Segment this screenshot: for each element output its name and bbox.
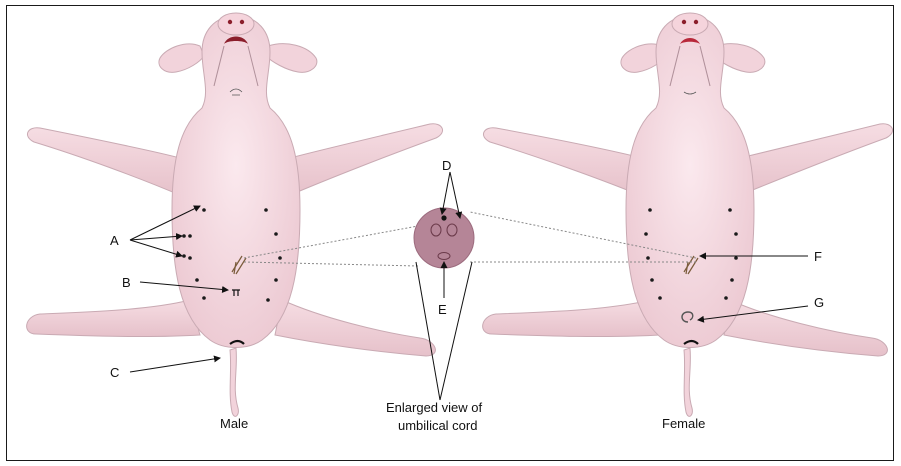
male-front-right-leg [288, 124, 443, 196]
male-nipple [274, 232, 278, 236]
male-nipple [264, 208, 268, 212]
female-tail [684, 348, 692, 416]
male-front-left-leg [27, 128, 182, 196]
male-tail [230, 348, 238, 416]
female-nipple [644, 232, 648, 236]
female-nipple [650, 278, 654, 282]
female-snout [672, 13, 708, 35]
female-nipple [728, 208, 732, 212]
label-e: E [438, 302, 447, 317]
male-right-ear [266, 44, 317, 73]
male-nipple [182, 234, 186, 238]
label-d: D [442, 158, 451, 173]
caption-female: Female [662, 416, 705, 431]
female-nipple [734, 256, 738, 260]
label-c: C [110, 365, 119, 380]
male-nipple [182, 254, 186, 258]
female-nipple [646, 256, 650, 260]
male-nipple [266, 298, 270, 302]
female-nipple [658, 296, 662, 300]
male-nipple [202, 296, 206, 300]
female-nostril-right [694, 20, 698, 24]
female-hind-left-leg [483, 300, 660, 337]
male-nipple [274, 278, 278, 282]
caption-enlarged-line2: umbilical cord [398, 418, 477, 433]
female-nostril-left [682, 20, 686, 24]
label-b: B [122, 275, 131, 290]
caption-enlarged-line1: Enlarged view of [386, 400, 482, 415]
male-nipple [202, 208, 206, 212]
female-front-right-leg [738, 124, 893, 196]
male-left-ear [159, 44, 204, 72]
caption-male: Male [220, 416, 248, 431]
male-hind-left-leg [27, 300, 200, 337]
male-nipple [195, 278, 199, 282]
male-nipple [278, 256, 282, 260]
cord-vessel-top [441, 215, 446, 220]
label-f: F [814, 249, 822, 264]
female-hind-right-leg [724, 300, 887, 356]
label-g: G [814, 295, 824, 310]
label-a: A [110, 233, 119, 248]
female-nipple [730, 278, 734, 282]
female-nipple [648, 208, 652, 212]
male-nipple [188, 256, 192, 260]
male-nipple [188, 234, 192, 238]
female-front-left-leg [483, 128, 642, 196]
male-snout [218, 13, 254, 35]
male-piglet [27, 13, 443, 416]
male-nostril-right [240, 20, 244, 24]
male-hind-right-leg [275, 300, 435, 356]
male-nostril-left [228, 20, 232, 24]
female-piglet [483, 13, 893, 416]
female-nipple [724, 296, 728, 300]
female-nipple [734, 232, 738, 236]
